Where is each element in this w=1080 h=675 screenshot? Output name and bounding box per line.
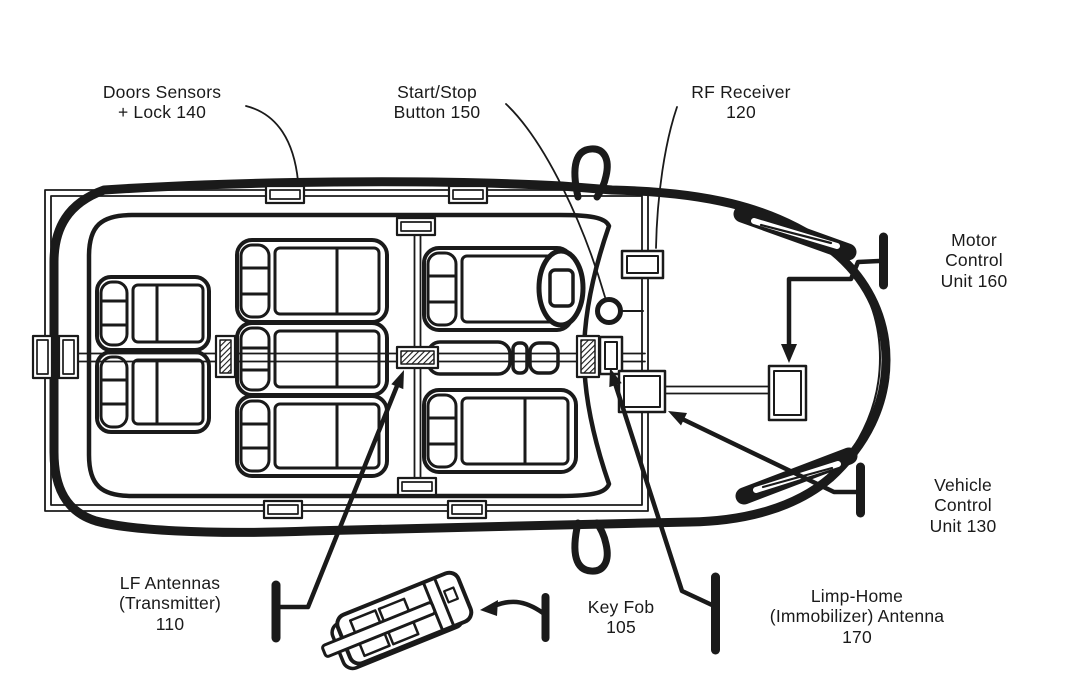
vehicle-control-pointer	[668, 411, 865, 518]
driver-seat	[422, 246, 574, 332]
cabin-outline	[86, 212, 612, 499]
center-console	[426, 340, 560, 376]
door-sensor	[447, 184, 489, 205]
callout-arrows	[271, 232, 888, 655]
lf-antenna-center	[395, 345, 440, 370]
door-sensor	[264, 184, 306, 205]
callout-motor-control-unit-160: Motor Control Unit 160	[940, 230, 1008, 291]
callout-limp-home-antenna-170: Limp-Home (Immobilizer) Antenna 170	[769, 586, 945, 647]
car-body-outline	[49, 145, 891, 575]
key-fob-pointer	[480, 593, 550, 642]
start-stop-button	[595, 297, 644, 325]
steering-wheel	[536, 248, 586, 328]
door-sensor	[262, 499, 304, 520]
passenger-seat	[422, 388, 578, 474]
door-sensor	[396, 476, 438, 497]
lf-antenna-dash	[575, 334, 601, 379]
door-sensor	[446, 499, 488, 520]
side-mirror-top	[571, 145, 611, 201]
limp-home-pointer	[609, 368, 720, 655]
seats	[95, 238, 578, 478]
lf-antennas-pointer	[271, 370, 404, 643]
motor-control-pointer	[781, 232, 888, 363]
lf-antenna-mid-left	[214, 334, 237, 379]
callout-doors-sensors-lock-140: Doors Sensors + Lock 140	[102, 82, 222, 123]
callout-start-stop-button-150: Start/Stop Button 150	[393, 82, 481, 123]
lf-antenna-rear-inner	[57, 334, 80, 380]
vcu-mcu-link	[663, 385, 772, 395]
middle-seat-center	[235, 321, 389, 397]
callout-key-fob-105: Key Fob 105	[587, 597, 655, 638]
callout-lf-antennas-transmitter-110: LF Antennas (Transmitter) 110	[118, 573, 222, 634]
limp-home-antenna	[598, 335, 624, 376]
leader-rf-receiver	[655, 106, 678, 249]
leader-lines	[245, 103, 678, 298]
door-sensor	[395, 216, 437, 237]
side-mirror-bottom	[571, 519, 611, 575]
body-shell	[49, 177, 891, 537]
front-fender-inner-line	[845, 259, 881, 458]
key-fob-drawing	[321, 570, 474, 671]
vehicle-control-unit-box	[617, 369, 667, 414]
callout-rf-receiver-120: RF Receiver 120	[691, 82, 791, 123]
leader-doors-sensors	[245, 105, 299, 182]
rear-seat-left	[95, 275, 211, 352]
leader-start-stop	[505, 103, 606, 298]
rear-lf-antennas	[31, 334, 80, 380]
motor-control-unit-box	[767, 364, 808, 422]
callout-vehicle-control-unit-130: Vehicle Control Unit 130	[929, 475, 997, 536]
lf-antenna-rear-outer	[31, 334, 54, 380]
rf-receiver-box	[620, 249, 665, 280]
front-wheel-top	[733, 205, 857, 261]
middle-seat-left	[235, 238, 389, 324]
middle-seat-right	[235, 394, 389, 478]
rear-seat-right	[95, 350, 211, 434]
driveline-centerline	[52, 352, 646, 363]
door-sensors	[262, 184, 489, 520]
